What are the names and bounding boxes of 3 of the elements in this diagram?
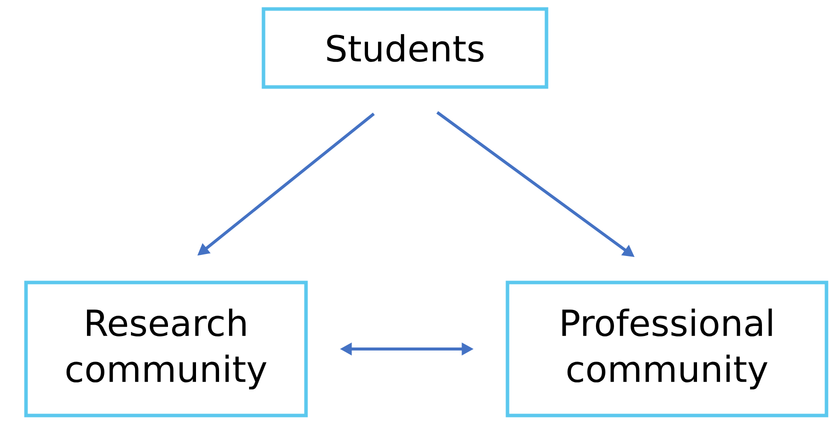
text-box: Students bbox=[262, 7, 548, 89]
text-box: Professional community bbox=[506, 280, 828, 418]
text-box: Research community bbox=[24, 280, 308, 418]
